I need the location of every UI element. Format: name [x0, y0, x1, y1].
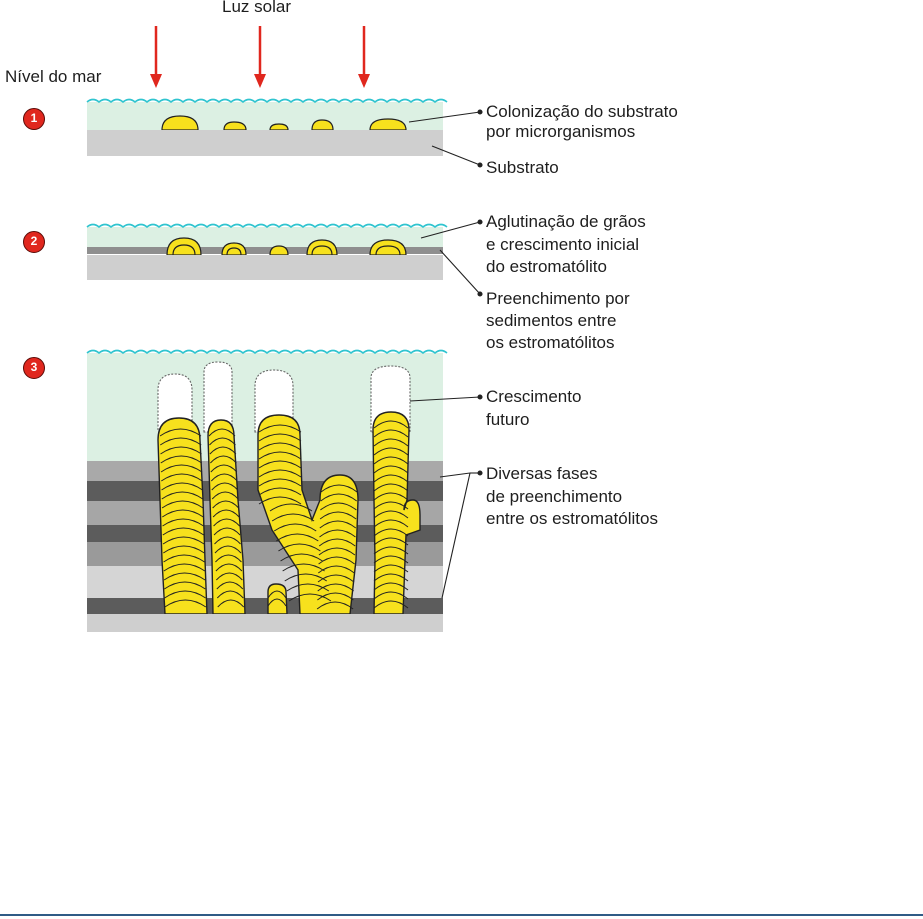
footer-rule [0, 914, 923, 916]
substrate [87, 614, 443, 632]
sea-surface-wave [87, 100, 447, 103]
step-badge-3: 3 [23, 357, 45, 379]
leader-dot [478, 292, 482, 296]
step-badge-1: 1 [23, 108, 45, 130]
substrate [87, 255, 443, 280]
colony [270, 124, 288, 130]
substrate [87, 130, 443, 156]
future-growth-label-2: futuro [486, 409, 529, 430]
leader-dot [478, 395, 482, 399]
sea-surface-wave [87, 351, 447, 354]
leader-line [440, 473, 470, 477]
sunlight-arrows [150, 26, 370, 88]
agglutination-label-2: e crescimento inicial [486, 234, 639, 255]
sunlight-label: Luz solar [222, 0, 291, 17]
infill-phases-label-2: de preenchimento [486, 486, 622, 507]
stromatolite-dome [222, 243, 246, 255]
agglutination-label-1: Aglutinação de grãos [486, 211, 646, 232]
infill-phases-label-3: entre os estromatólitos [486, 508, 658, 529]
colony [312, 120, 333, 130]
leader-dot [478, 110, 482, 114]
infill-label-2: sedimentos entre [486, 310, 616, 331]
future-growth-label-1: Crescimento [486, 386, 581, 407]
leader-dot [478, 163, 482, 167]
colony [370, 119, 406, 130]
infill-label-1: Preenchimento por [486, 288, 630, 309]
sunlight-arrowhead [358, 74, 370, 88]
stage-2 [87, 225, 447, 281]
infill-phases-label-1: Diversas fases [486, 463, 597, 484]
leader-dot [478, 220, 482, 224]
colonization-label-2: por microrganismos [486, 121, 635, 142]
leader-dot [478, 471, 482, 475]
step-badge-2: 2 [23, 231, 45, 253]
leader-line [440, 250, 480, 294]
colonization-label-1: Colonização do substrato [486, 101, 678, 122]
infill-label-3: os estromatólitos [486, 332, 615, 353]
sunlight-arrowhead [150, 74, 162, 88]
sunlight-arrowhead [254, 74, 266, 88]
stromatolite-dome [270, 246, 288, 255]
sea-surface-wave [87, 225, 447, 228]
agglutination-label-3: do estromatólito [486, 256, 607, 277]
leader-line [442, 473, 470, 598]
stage-1 [87, 100, 447, 157]
colony [224, 122, 246, 130]
substrate-label: Substrato [486, 157, 559, 178]
stage-3 [87, 351, 447, 633]
sea-level-label: Nível do mar [5, 66, 101, 87]
